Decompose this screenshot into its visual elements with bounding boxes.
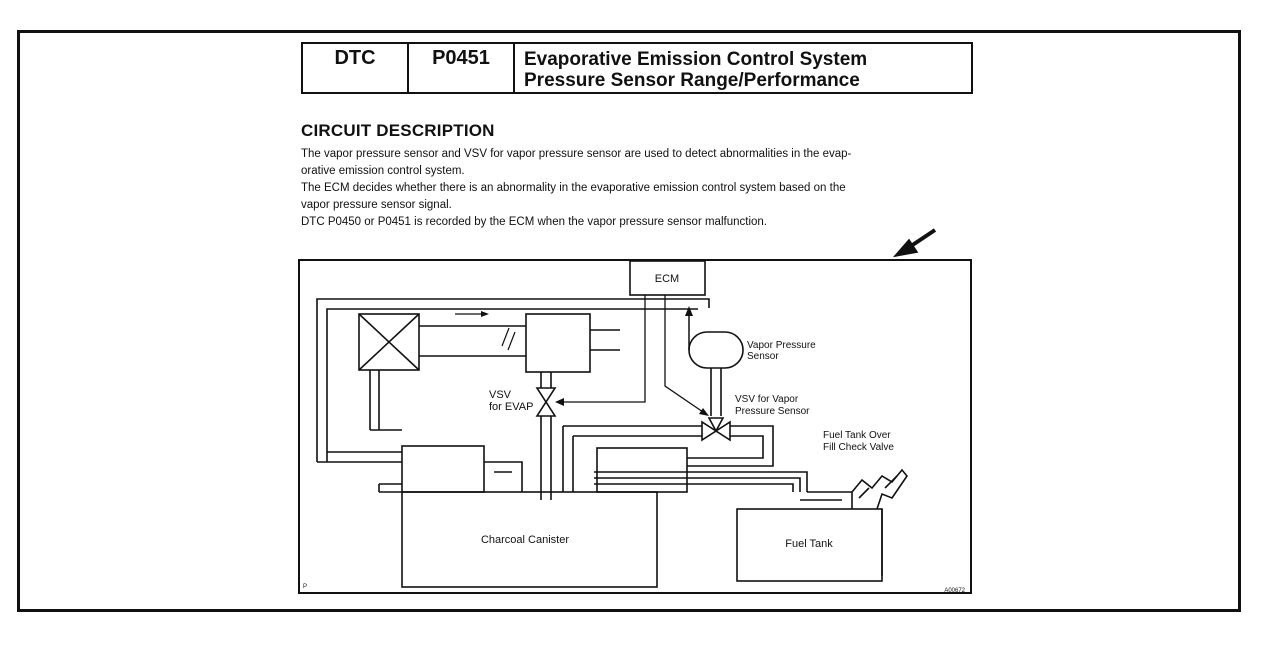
dtc-title-line2: Pressure Sensor Range/Performance	[524, 70, 860, 91]
corner-mark: P	[303, 584, 307, 590]
dtc-label: DTC	[303, 44, 409, 92]
page-frame	[17, 30, 1241, 612]
vsv-vapor-valve	[701, 417, 731, 442]
fill-check-label-1: Fuel Tank Over	[823, 430, 891, 441]
ecm-label: ECM	[655, 273, 679, 285]
diagram-frame	[298, 259, 972, 594]
vsv-evap-valve	[535, 372, 557, 500]
description-line: DTC P0450 or P0451 is recorded by the EC…	[301, 216, 767, 228]
intake-manifold	[525, 313, 591, 373]
vsv-vapor-label-1: VSV for Vapor	[735, 394, 799, 405]
system-diagram: ECM Vapor Pressure Sensor VSV for EVAP V…	[298, 228, 972, 594]
charcoal-canister	[378, 445, 688, 588]
vapor-sensor-label-1: Vapor Pressure	[747, 340, 816, 351]
pointer-arrow-icon	[892, 228, 937, 258]
description-line: The ECM decides whether there is an abno…	[301, 182, 846, 194]
vapor-sensor-label-2: Sensor	[747, 351, 779, 362]
vsv-evap-label-2: for EVAP	[489, 401, 533, 413]
description-line: orative emission control system.	[301, 165, 465, 177]
ecm-box	[629, 260, 706, 296]
dtc-header-table: DTC P0451 Evaporative Emission Control S…	[301, 42, 973, 94]
description-line: The vapor pressure sensor and VSV for va…	[301, 148, 852, 160]
vsv-evap-label-1: VSV	[489, 389, 512, 401]
circuit-description: The vapor pressure sensor and VSV for va…	[301, 146, 981, 231]
vsv-vapor-label-2: Pressure Sensor	[735, 406, 810, 417]
figure-code: A00672	[944, 588, 965, 594]
description-line: vapor pressure sensor signal.	[301, 199, 452, 211]
fuel-tank-label: Fuel Tank	[785, 538, 833, 550]
throttle-body	[358, 313, 420, 371]
dtc-title-line1: Evaporative Emission Control System	[524, 49, 868, 70]
section-heading: CIRCUIT DESCRIPTION	[301, 121, 495, 140]
canister-label: Charcoal Canister	[481, 534, 569, 546]
fill-check-valve	[851, 468, 909, 510]
dtc-title: Evaporative Emission Control System Pres…	[515, 44, 971, 92]
outer-pipe	[316, 298, 710, 462]
dtc-code: P0451	[409, 44, 515, 92]
fill-check-label-2: Fill Check Valve	[823, 442, 894, 453]
